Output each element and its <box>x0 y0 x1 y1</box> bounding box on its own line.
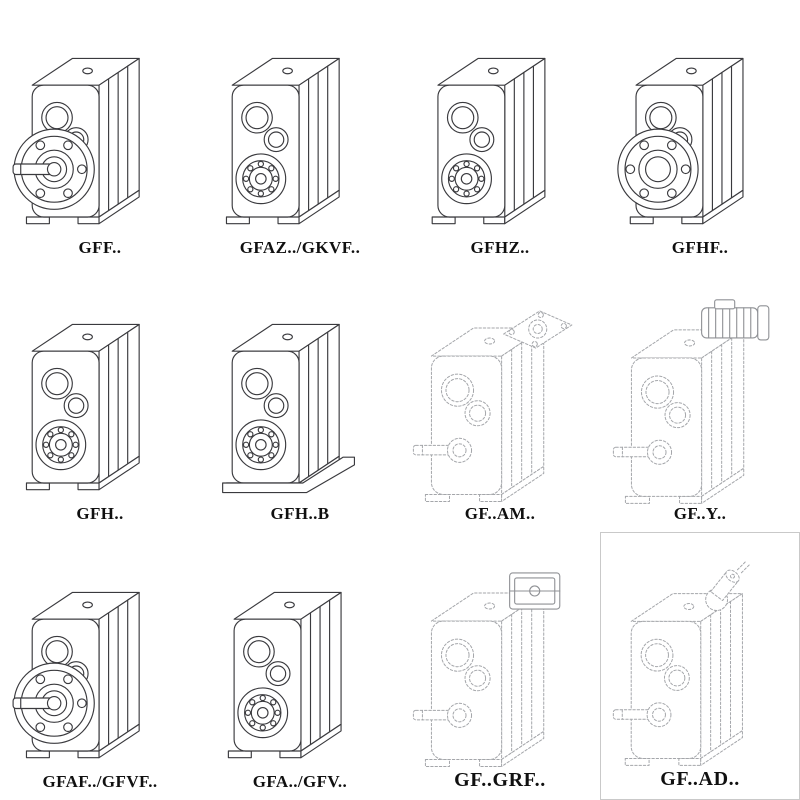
model-label: GFHZ.. <box>470 238 530 257</box>
product-cell-gf-y: GF..Y.. <box>600 266 800 532</box>
product-cell-gfa-gfv: GFA../GFV.. <box>200 532 400 800</box>
model-label: GFH..B <box>270 504 330 523</box>
product-cell-gff: GFF.. <box>0 0 200 266</box>
model-label: GFHF.. <box>671 238 729 257</box>
model-label: GF..GRF.. <box>454 769 546 791</box>
model-label: GF..AM.. <box>464 504 536 523</box>
product-cell-gfaf-gfvf: GFAF../GFVF.. <box>0 532 200 800</box>
product-cell-gf-ad: GF..AD.. <box>600 532 800 800</box>
product-cell-gfaz-gkvf: GFAZ../GKVF.. <box>200 0 400 266</box>
gearbox-drawing-input-bracket <box>412 572 561 767</box>
gearbox-drawing-with-motor <box>612 299 770 504</box>
model-label: GFA../GFV.. <box>252 772 348 791</box>
product-cell-gfhf: GFHF.. <box>600 0 800 266</box>
product-cell-gfh-b: GFH..B <box>200 266 400 532</box>
gearbox-drawing-hollow <box>431 57 546 225</box>
model-label: GFAZ../GKVF.. <box>239 238 361 257</box>
gearbox-drawing-iec-adapter <box>412 310 573 502</box>
gearbox-drawing-hollow <box>25 323 140 491</box>
product-cell-gf-grf: GF..GRF.. <box>400 532 600 800</box>
product-cell-gfh: GFH.. <box>0 266 200 532</box>
model-label: GFF.. <box>78 238 122 257</box>
model-label: GF..Y.. <box>673 504 727 523</box>
gearbox-drawing-input-adapter <box>612 561 750 766</box>
gearbox-drawing-flange <box>617 57 744 225</box>
gearbox-drawing-hollow <box>227 591 342 759</box>
model-label: GFH.. <box>76 504 124 523</box>
product-cell-gfhz: GFHZ.. <box>400 0 600 266</box>
gearbox-drawing-hollow <box>225 57 340 225</box>
model-label: GFAF../GFVF.. <box>42 772 158 791</box>
gearbox-drawing-flange-shaft <box>12 57 140 225</box>
model-label: GF..AD.. <box>660 768 740 790</box>
gearbox-drawing-hollow-base <box>222 323 356 494</box>
gearbox-drawing-flange-shaft <box>12 591 140 759</box>
product-cell-gf-am: GF..AM.. <box>400 266 600 532</box>
